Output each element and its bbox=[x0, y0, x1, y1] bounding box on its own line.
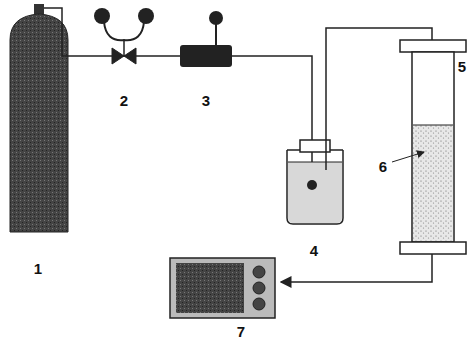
packing bbox=[413, 125, 453, 241]
callout-number: 5 bbox=[458, 59, 466, 74]
packed-column bbox=[400, 40, 466, 254]
flow-meter bbox=[180, 11, 232, 67]
leader-line bbox=[392, 152, 424, 162]
gas-cylinder bbox=[10, 4, 68, 232]
outlet-pipe bbox=[281, 254, 432, 282]
callout-number: 1 bbox=[34, 261, 42, 276]
callout-number: 7 bbox=[237, 324, 245, 339]
callout-number: 3 bbox=[202, 93, 210, 108]
callout-number: 6 bbox=[379, 159, 387, 174]
callout-number: 2 bbox=[120, 93, 128, 108]
callout-number: 4 bbox=[310, 243, 318, 258]
pressure-valve bbox=[94, 8, 154, 64]
analyzer-instrument bbox=[170, 258, 275, 318]
gas-wash-bottle bbox=[287, 130, 343, 224]
